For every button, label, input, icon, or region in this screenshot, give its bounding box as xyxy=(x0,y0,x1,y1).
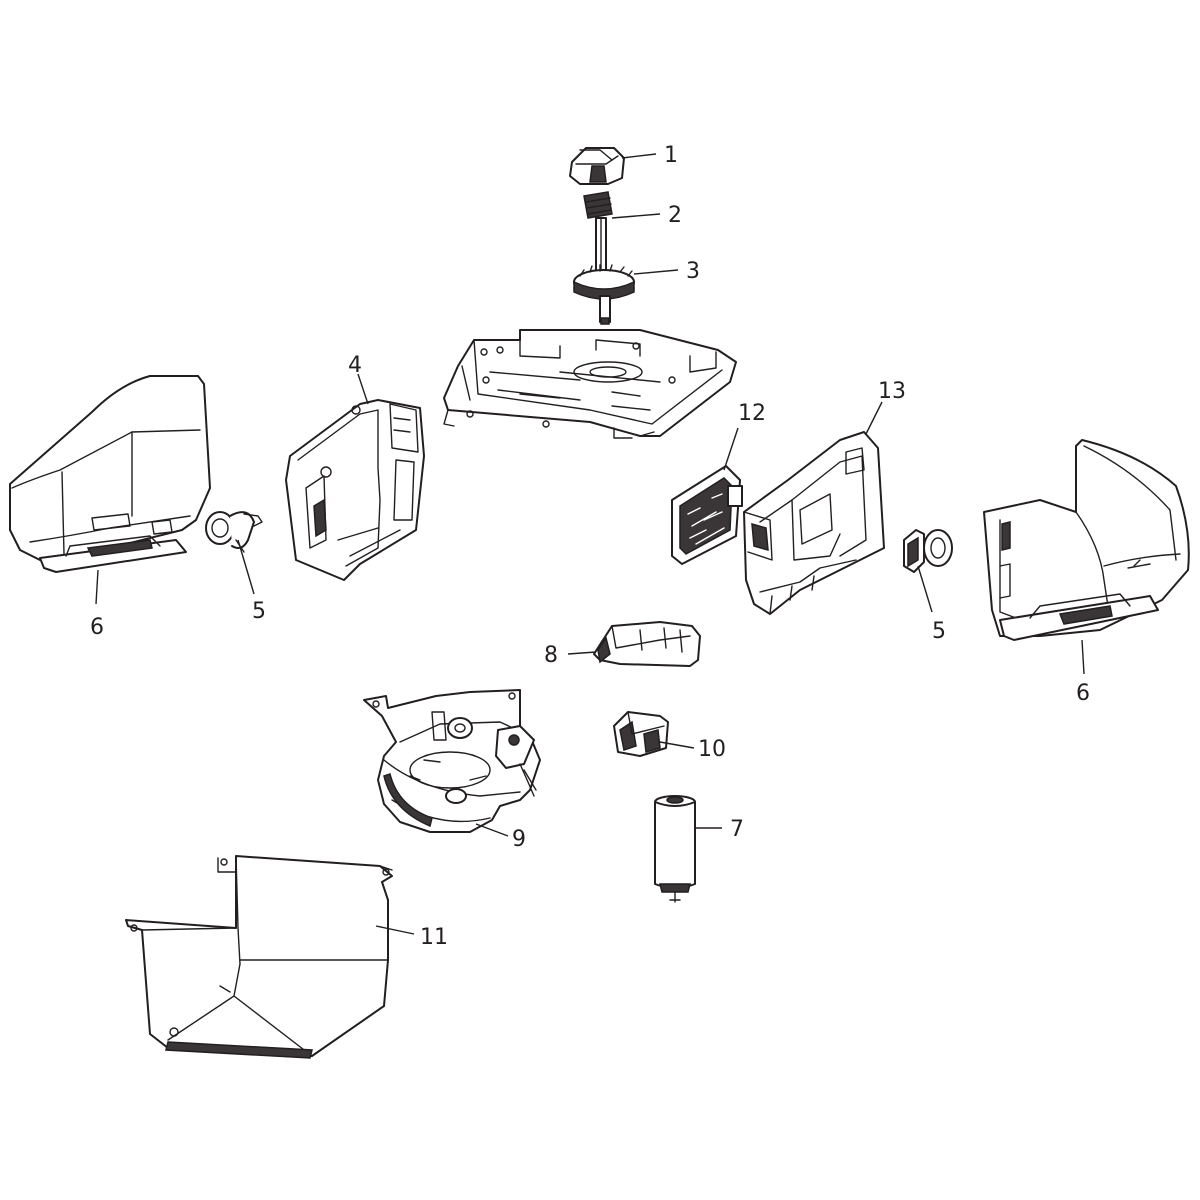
callout-12: 12 xyxy=(738,401,766,426)
part-4-left-inner-housing xyxy=(285,399,425,581)
callout-3: 3 xyxy=(686,259,700,284)
part-6-right-cover xyxy=(983,439,1190,641)
callout-1: 1 xyxy=(664,143,678,168)
callout-13: 13 xyxy=(878,379,906,404)
callout-7: 7 xyxy=(730,817,744,842)
leader-8 xyxy=(567,651,597,655)
part-7-capacitor xyxy=(654,795,696,903)
leader-11 xyxy=(375,925,415,935)
callout-2: 2 xyxy=(668,203,682,228)
leader-1 xyxy=(621,153,657,159)
part-1-coupling-cap xyxy=(569,147,625,185)
callout-labels: 1 2 3 4 5 6 12 13 5 6 8 10 9 7 11 xyxy=(90,143,1090,950)
part-3-gear xyxy=(573,264,635,325)
leader-5-right xyxy=(917,565,933,613)
leader-6-right xyxy=(1081,639,1085,675)
part-5-left-knob xyxy=(205,511,263,553)
part-5-right-knob xyxy=(903,529,953,573)
leader-13 xyxy=(865,401,883,435)
callout-11: 11 xyxy=(420,925,448,950)
part-13-right-inner-housing xyxy=(743,431,885,615)
leader-lines xyxy=(95,153,1085,935)
callout-4: 4 xyxy=(348,353,362,378)
leader-2 xyxy=(611,213,661,219)
callout-5-right: 5 xyxy=(932,619,946,644)
callout-5-left: 5 xyxy=(252,599,266,624)
callout-8: 8 xyxy=(544,643,558,668)
chassis-frame xyxy=(443,329,737,439)
leader-12 xyxy=(723,427,739,471)
leader-9 xyxy=(475,823,509,837)
callout-6-left: 6 xyxy=(90,615,104,640)
leader-10 xyxy=(659,741,695,749)
callout-10: 10 xyxy=(698,737,726,762)
leader-4 xyxy=(357,373,369,405)
part-11-bottom-cover xyxy=(125,855,393,1059)
part-9-motor-assembly xyxy=(363,689,541,833)
leader-3 xyxy=(633,269,679,275)
callout-6-right: 6 xyxy=(1076,681,1090,706)
part-12-circuit-board xyxy=(671,465,743,565)
part-8-motor-cover xyxy=(593,621,701,667)
callout-9: 9 xyxy=(512,827,526,852)
leader-6-left xyxy=(95,569,99,605)
part-10-limit-switch xyxy=(613,711,669,757)
leader-5-left xyxy=(237,539,255,595)
part-2-worm-shaft xyxy=(583,191,613,279)
part-6-left-cover xyxy=(9,375,211,573)
